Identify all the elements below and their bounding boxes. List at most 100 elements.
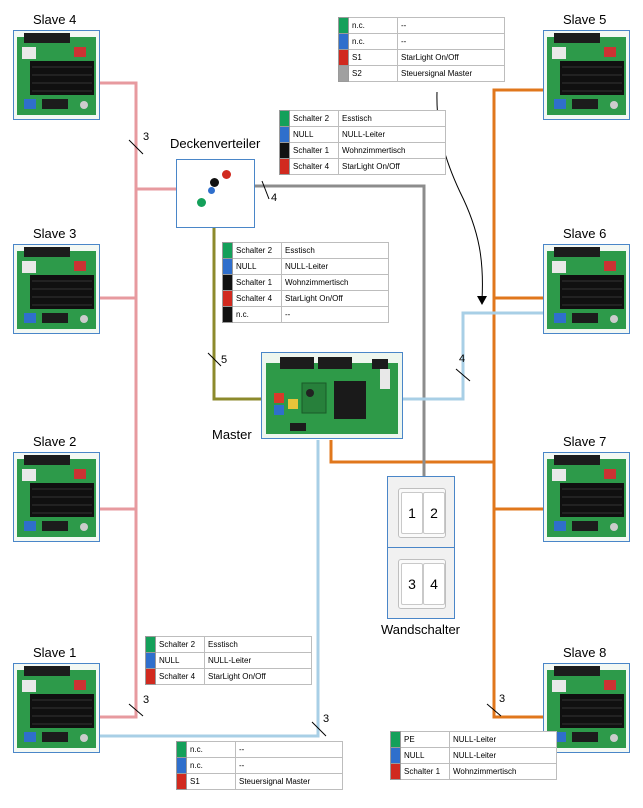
slave-2-board xyxy=(13,452,100,542)
legend-row: n.c.-- xyxy=(222,306,389,323)
slave-3-board xyxy=(13,244,100,334)
legend-row: n.c.-- xyxy=(338,17,505,34)
switch-1[interactable]: 1 xyxy=(401,492,423,534)
deck-connector-red xyxy=(222,170,231,179)
wire-description: Esstisch xyxy=(281,242,389,259)
wire-description: StarLight On/Off xyxy=(397,49,505,66)
wall-switch-top: 1 2 xyxy=(387,476,455,548)
wire-description: -- xyxy=(281,306,389,323)
deckenverteiler-box xyxy=(176,159,255,228)
wire-description: Steuersignal Master xyxy=(235,773,343,790)
slave-6-label: Slave 6 xyxy=(563,226,607,241)
wire-description: NULL-Leiter xyxy=(204,652,312,669)
legend-row: n.c.-- xyxy=(338,33,505,50)
wire-code: Schalter 1 xyxy=(232,274,282,291)
switch-3[interactable]: 3 xyxy=(401,563,423,605)
slave-2-label: Slave 2 xyxy=(33,434,77,449)
wire-color-swatch xyxy=(338,65,349,82)
lightblue-wire-slave1 xyxy=(100,440,320,738)
slave-1-board-graphic xyxy=(17,666,96,748)
wire-description: Wohnzimmertisch xyxy=(338,142,446,159)
wire-description: StarLight On/Off xyxy=(338,158,446,175)
wire-description: Wohnzimmertisch xyxy=(281,274,389,291)
wire-color-swatch xyxy=(338,49,349,66)
tick-pink-top xyxy=(128,139,144,155)
wire-color-swatch xyxy=(390,763,401,780)
switch-2[interactable]: 2 xyxy=(423,492,445,534)
slave-4-board xyxy=(13,30,100,120)
wire-color-swatch xyxy=(390,731,401,748)
wire-color-swatch xyxy=(222,258,233,275)
wire-description: Steuersignal Master xyxy=(397,65,505,82)
wire-color-swatch xyxy=(176,773,187,790)
slave-7-label: Slave 7 xyxy=(563,434,607,449)
master-label: Master xyxy=(212,427,252,442)
wire-count-pink-bottom: 3 xyxy=(143,694,150,706)
wire-code: Schalter 2 xyxy=(155,636,205,653)
switch-4[interactable]: 4 xyxy=(423,563,445,605)
wire-code: NULL xyxy=(400,747,450,764)
wire-code: Schalter 4 xyxy=(232,290,282,307)
wire-code: n.c. xyxy=(348,17,398,34)
lightblue-wire-slave6 xyxy=(403,311,543,401)
wire-code: n.c. xyxy=(186,757,236,774)
deck-connector-green xyxy=(197,198,206,207)
wire-count-deck-gray: 4 xyxy=(271,192,278,204)
wire-code: Schalter 4 xyxy=(289,158,339,175)
slave-8-label: Slave 8 xyxy=(563,645,607,660)
pink-bus xyxy=(100,81,176,719)
tick-lightblue-bottom xyxy=(311,721,327,737)
wandschalter-label: Wandschalter xyxy=(381,622,460,637)
deckenverteiler-label: Deckenverteiler xyxy=(170,136,261,151)
wire-color-swatch xyxy=(176,757,187,774)
wire-code: n.c. xyxy=(186,741,236,758)
wire-code: NULL xyxy=(289,126,339,143)
wire-description: NULL-Leiter xyxy=(449,747,557,764)
deck-connector-blue xyxy=(208,187,215,194)
slave-3-board-graphic xyxy=(17,247,96,329)
wire-color-swatch xyxy=(145,668,156,685)
master-board-graphic xyxy=(266,357,398,434)
orange-bus xyxy=(329,88,543,719)
wire-description: -- xyxy=(235,757,343,774)
wire-code: PE xyxy=(400,731,450,748)
wire-color-swatch xyxy=(222,290,233,307)
wire-count-olive: 5 xyxy=(221,354,228,366)
slave-6-board xyxy=(543,244,630,334)
wire-code: Schalter 1 xyxy=(400,763,450,780)
wire-color-swatch xyxy=(222,242,233,259)
slave-5-board xyxy=(543,30,630,120)
wire-color-swatch xyxy=(222,274,233,291)
orange-wire-master xyxy=(329,440,494,464)
wire-code: Schalter 4 xyxy=(155,668,205,685)
wire-count-slave6-link: 4 xyxy=(459,353,466,365)
wire-count-orange: 3 xyxy=(499,693,506,705)
wire-count-ticks xyxy=(128,139,502,737)
wire-description: StarLight On/Off xyxy=(281,290,389,307)
gray-wire xyxy=(255,184,426,476)
tick-olive xyxy=(207,352,222,367)
slave-6-board-graphic xyxy=(547,247,626,329)
tick-orange xyxy=(486,703,502,717)
wire-count-lightblue: 3 xyxy=(323,713,330,725)
slave-3-label: Slave 3 xyxy=(33,226,77,241)
wall-switch-bottom: 3 4 xyxy=(387,547,455,619)
olive-wire xyxy=(212,228,261,401)
wire-color-swatch xyxy=(390,747,401,764)
wire-color-swatch xyxy=(279,158,290,175)
wire-description: NULL-Leiter xyxy=(449,731,557,748)
wire-color-swatch xyxy=(279,110,290,127)
